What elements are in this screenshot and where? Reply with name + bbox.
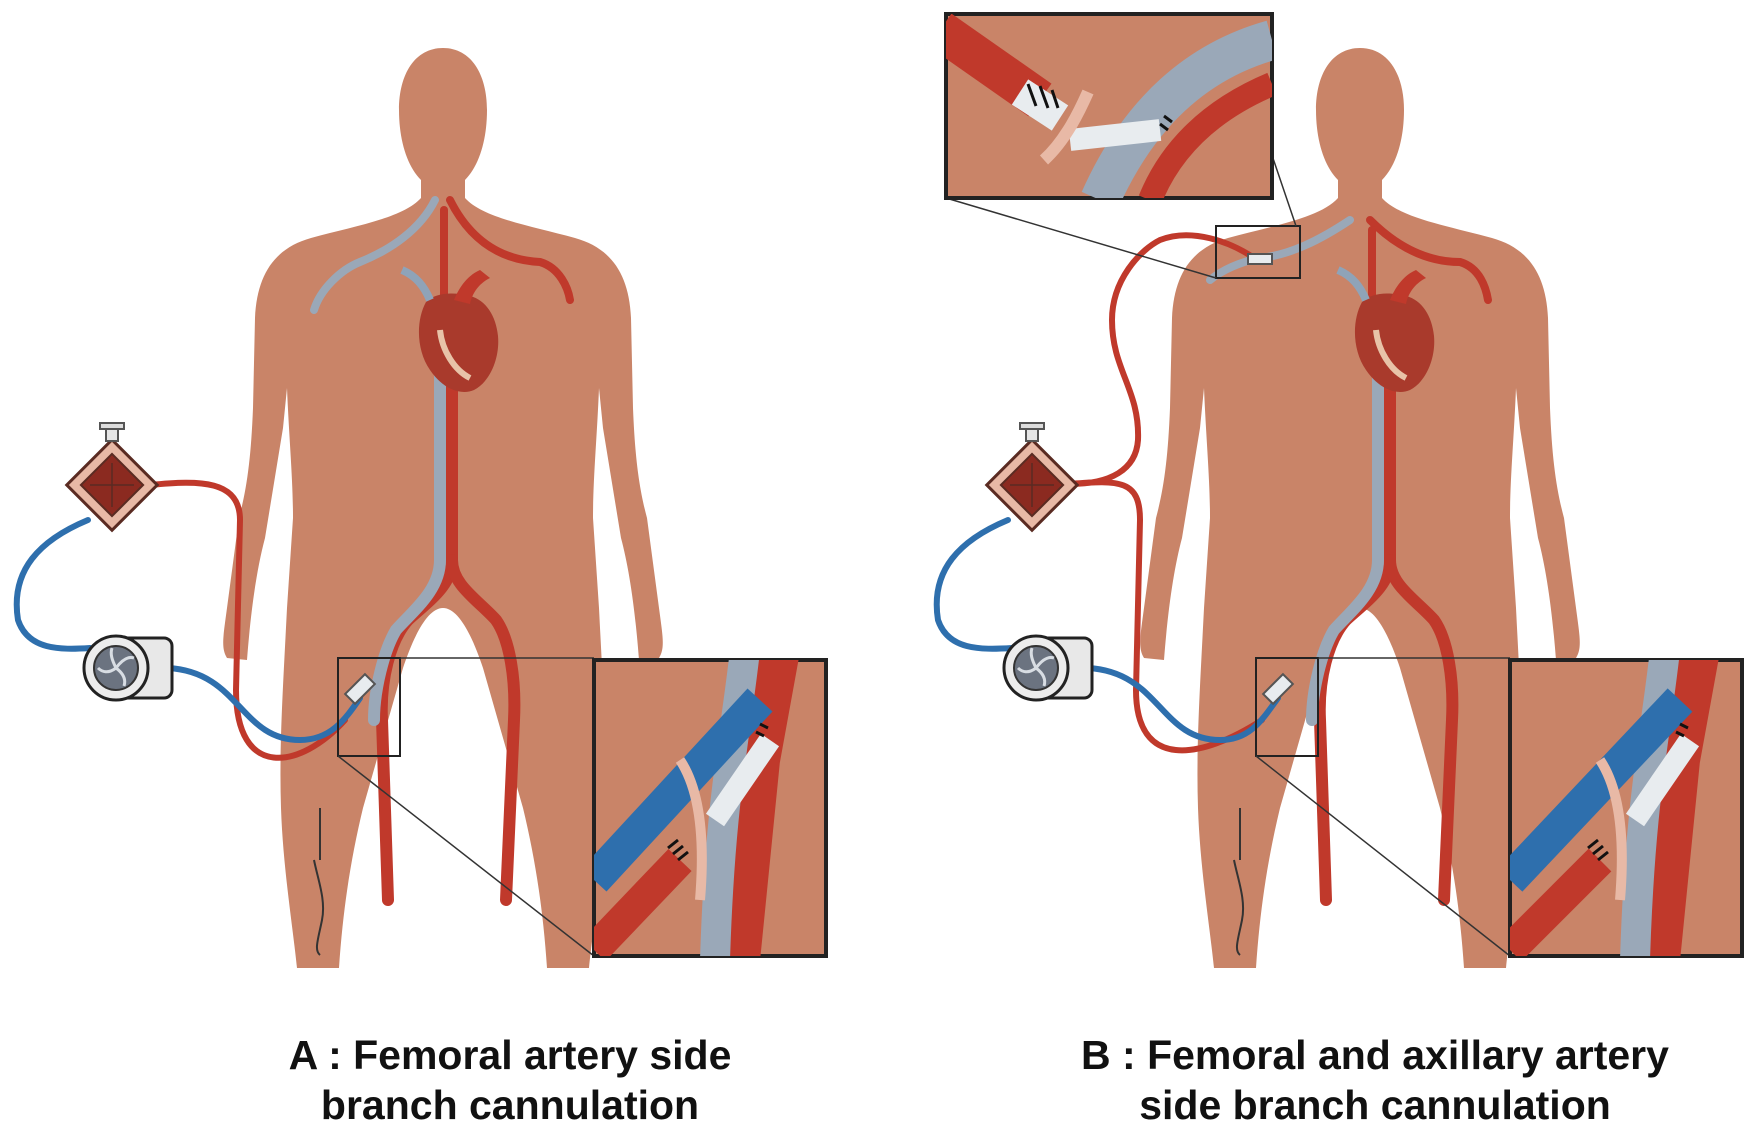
inset-femoral-detail-b	[1508, 658, 1744, 958]
signature-a	[313, 808, 324, 956]
neck-vessels-a	[310, 196, 574, 314]
centrifugal-pump-b	[1002, 634, 1094, 702]
panel-a	[13, 48, 828, 968]
oxygenator-a	[65, 421, 159, 532]
suture-icon	[1587, 722, 1689, 862]
caption-a-line-1: A : Femoral artery side	[288, 1032, 732, 1078]
caption-panel-b: B : Femoral and axillary artery side bra…	[1005, 1030, 1745, 1130]
femoral-cannula-a	[343, 672, 377, 706]
circuit-tubing-b	[933, 232, 1281, 754]
groin-highlight-box-b	[1255, 657, 1511, 957]
caption-b-line-2: side branch cannulation	[1139, 1082, 1611, 1128]
circuit-tubing-a	[13, 479, 363, 761]
centrifugal-pump-a	[82, 634, 174, 702]
inset-axillary-detail-b	[944, 12, 1274, 200]
aorta-a	[368, 334, 521, 906]
caption-b-line-1: B : Femoral and axillary artery	[1081, 1032, 1669, 1078]
aorta-b	[1306, 334, 1459, 906]
femoral-cannula-b	[1261, 672, 1295, 706]
caption-a-line-2: branch cannulation	[320, 1082, 700, 1128]
groin-highlight-box-a	[337, 657, 595, 957]
panel-b	[933, 12, 1744, 968]
suture-icon	[667, 722, 769, 862]
caption-panel-a: A : Femoral artery side branch cannulati…	[230, 1030, 790, 1130]
oxygenator-b	[985, 421, 1079, 532]
inset-femoral-detail-a	[592, 658, 828, 958]
suture-icon	[1026, 83, 1173, 132]
axillary-cannula-b	[1247, 253, 1273, 265]
signature-b	[1233, 808, 1244, 956]
